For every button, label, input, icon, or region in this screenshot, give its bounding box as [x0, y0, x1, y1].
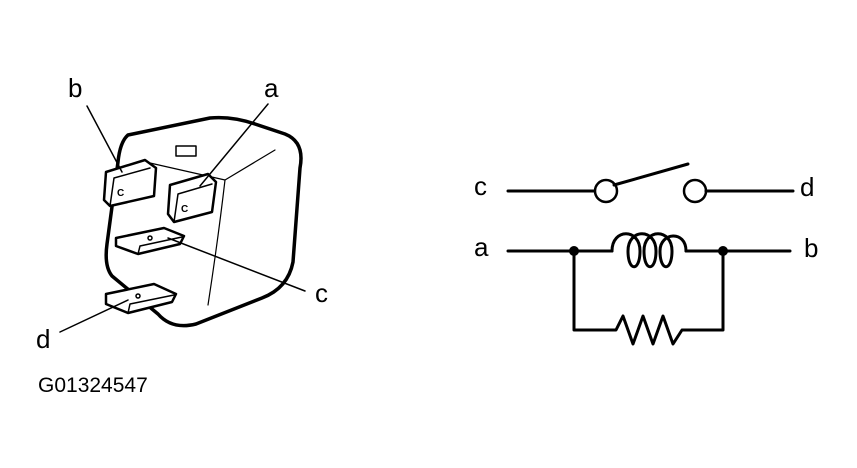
terminal-a: C — [166, 172, 218, 224]
callout-b: b — [68, 73, 82, 103]
callout-d: d — [36, 324, 50, 354]
coil — [610, 232, 688, 269]
relay-housing-top-edge — [149, 149, 276, 181]
relay-schematic — [506, 162, 795, 346]
terminal-d — [104, 282, 178, 315]
relay-top-tab — [175, 145, 197, 157]
schematic-label-b: b — [804, 233, 818, 263]
callout-a: a — [264, 73, 279, 103]
leader-line-a — [199, 103, 269, 187]
relay-housing — [104, 115, 303, 328]
terminal-b: C — [102, 158, 158, 208]
terminal-c — [114, 226, 186, 256]
leader-line-c — [167, 237, 306, 292]
callout-c: c — [315, 278, 328, 308]
leader-line-d — [59, 299, 129, 333]
switch-contact-left — [593, 178, 619, 204]
terminal-b-mark: C — [117, 188, 124, 199]
schematic-label-c: c — [474, 171, 487, 201]
terminal-a-mark: C — [181, 204, 188, 215]
resistor-branch — [572, 249, 725, 346]
switch-contact-right — [682, 178, 708, 204]
leader-line-b — [86, 105, 123, 173]
figure-code: G01324547 — [38, 374, 148, 397]
switch-arm — [612, 162, 690, 187]
schematic-label-a: a — [474, 232, 489, 262]
coil-circuit — [506, 232, 792, 346]
schematic-label-d: d — [800, 172, 814, 202]
relay-housing-edge — [207, 179, 226, 306]
relay-drawing: C C — [59, 103, 306, 333]
switch-circuit — [506, 162, 795, 204]
